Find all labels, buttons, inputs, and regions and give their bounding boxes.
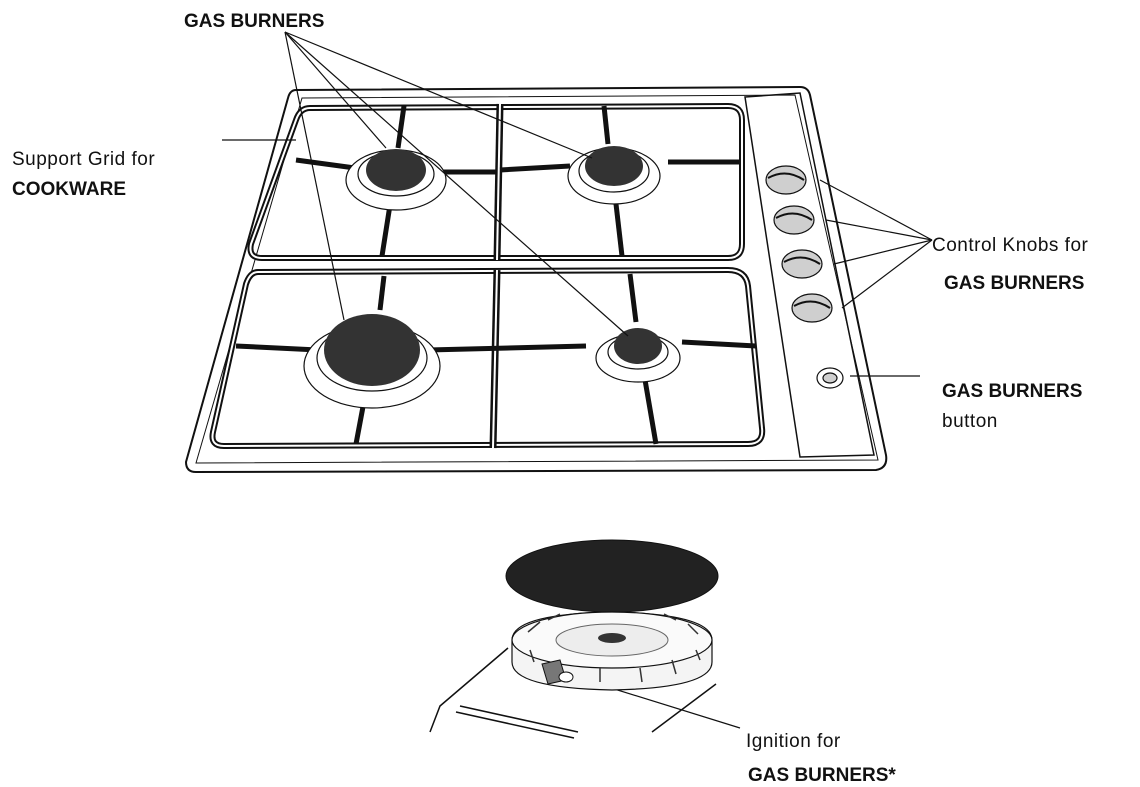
ignition-label-line2: GAS BURNERS* bbox=[748, 765, 896, 786]
support-grid-rear bbox=[247, 102, 745, 261]
hob-plate bbox=[184, 85, 888, 474]
control-knobs bbox=[765, 165, 844, 389]
knob-3[interactable] bbox=[781, 249, 823, 279]
support-grid-label-line1: Support Grid for bbox=[12, 149, 156, 170]
knob-2[interactable] bbox=[773, 205, 815, 235]
knob-4[interactable] bbox=[791, 293, 833, 323]
burner-front-left bbox=[303, 314, 441, 409]
button-label-line2: button bbox=[942, 411, 998, 432]
knobs-label-line1: Control Knobs for bbox=[932, 235, 1089, 256]
knobs-label-line2: GAS BURNERS bbox=[944, 273, 1085, 294]
burner-detail bbox=[429, 539, 719, 739]
ignition-button[interactable] bbox=[816, 367, 844, 389]
control-panel bbox=[744, 92, 875, 458]
burner-rear-right bbox=[567, 146, 661, 205]
ignition-label-line1: Ignition for bbox=[746, 731, 841, 752]
burner-front-right bbox=[595, 328, 681, 383]
leader-lines bbox=[222, 31, 933, 729]
burner-rear-left bbox=[345, 149, 447, 211]
knob-1[interactable] bbox=[765, 165, 807, 195]
top-burners-label: GAS BURNERS bbox=[184, 11, 325, 32]
button-label-line1: GAS BURNERS bbox=[942, 381, 1083, 402]
support-grid-label-line2: COOKWARE bbox=[12, 179, 126, 200]
